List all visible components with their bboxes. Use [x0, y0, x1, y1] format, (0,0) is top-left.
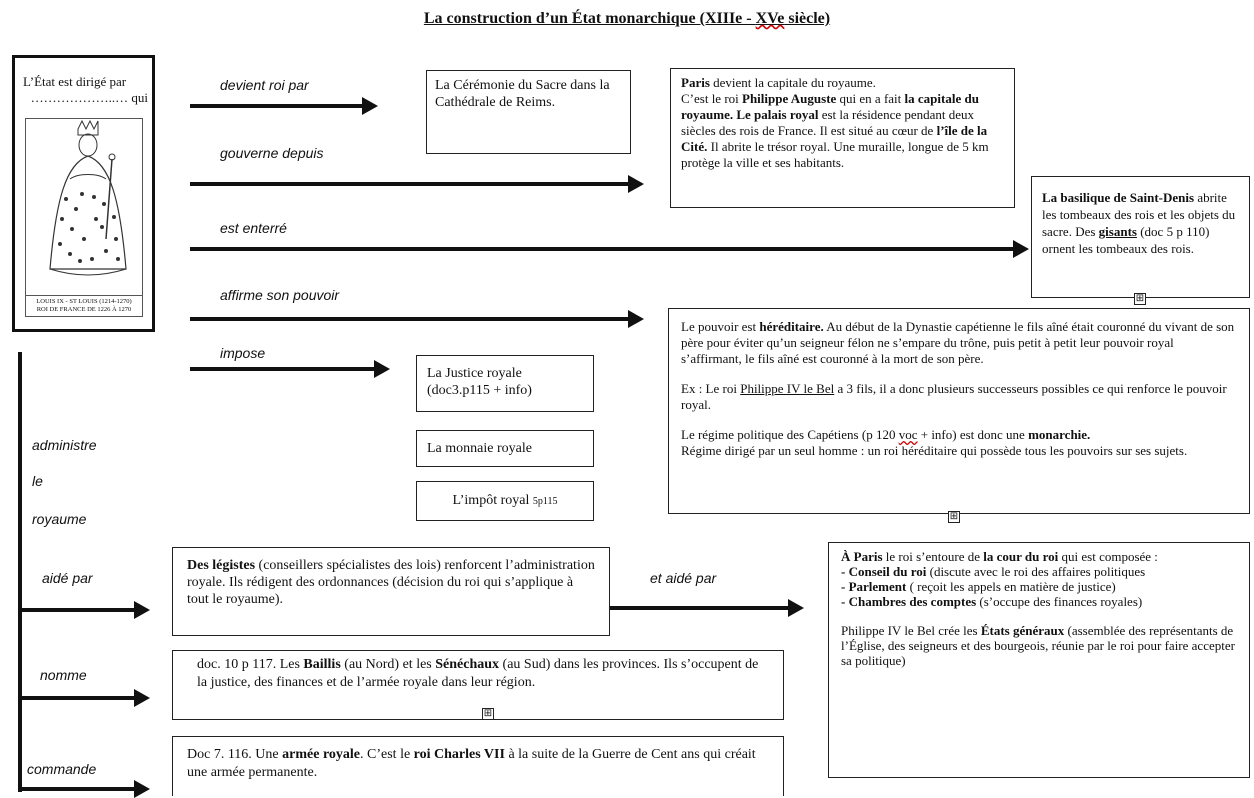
label-devient-roi: devient roi par: [220, 77, 309, 93]
hereditaire-box: Le pouvoir est héréditaire. Au début de …: [668, 308, 1250, 514]
king-text-line1: L’État est dirigé par: [23, 74, 127, 89]
arrow-nomme: [18, 689, 150, 707]
arrow-aide: [18, 601, 150, 619]
arrow-devient: [190, 97, 378, 115]
monnaie-box: La monnaie royale: [416, 430, 594, 467]
arrow-enterre: [190, 240, 1029, 258]
arrow-commande: [18, 780, 150, 798]
label-royaume: royaume: [32, 511, 87, 527]
expand-icon-basilique[interactable]: ⊞: [1134, 293, 1146, 305]
label-le: le: [32, 473, 43, 489]
arrow-impose: [190, 360, 390, 378]
louis-ix-illustration: [49, 119, 127, 276]
label-gouverne: gouverne depuis: [220, 145, 324, 161]
label-administre: administre: [32, 437, 97, 453]
paris-box: Paris devient la capitale du royaume. C’…: [670, 68, 1015, 208]
label-aide-par: aidé par: [42, 570, 93, 586]
cour-du-roi-box: À Paris le roi s’entoure de la cour du r…: [828, 542, 1250, 778]
label-enterre: est enterré: [220, 220, 287, 236]
armee-box: Doc 7. 116. Une armée royale. C’est le r…: [172, 736, 784, 796]
sacre-box: La Cérémonie du Sacre dans la Cathédrale…: [426, 70, 631, 154]
expand-icon-baillis[interactable]: ⊞: [482, 708, 494, 720]
baillis-box: doc. 10 p 117. Les Baillis (au Nord) et …: [172, 650, 784, 720]
trunk-line: [18, 352, 22, 792]
expand-icon-hereditaire[interactable]: ⊞: [948, 511, 960, 523]
impot-box: L’impôt royal 5p115: [416, 481, 594, 521]
arrow-et-aide: [610, 599, 804, 617]
basilique-box: La basilique de Saint-Denis abrite les t…: [1031, 176, 1250, 298]
label-impose: impose: [220, 345, 266, 361]
justice-box: La Justice royale (doc3.p115 + info): [416, 355, 594, 412]
legistes-box: Des légistes (conseillers spécialistes d…: [172, 547, 610, 636]
arrow-affirme: [190, 310, 644, 328]
king-box: L’État est dirigé par ………………..… qui LOUI…: [12, 55, 155, 332]
portrait-caption: LOUIS IX - ST LOUIS (1214-1270) ROI DE F…: [26, 295, 142, 314]
king-portrait: LOUIS IX - ST LOUIS (1214-1270) ROI DE F…: [25, 118, 143, 317]
king-text-line2: ………………..… qui: [30, 90, 148, 105]
arrow-gouverne: [190, 175, 644, 193]
label-affirme: affirme son pouvoir: [220, 287, 340, 303]
label-commande: commande: [27, 761, 97, 777]
label-nomme: nomme: [40, 667, 87, 683]
label-et-aide-par: et aidé par: [650, 570, 717, 586]
page-title: La construction d’un État monarchique (X…: [423, 10, 831, 27]
